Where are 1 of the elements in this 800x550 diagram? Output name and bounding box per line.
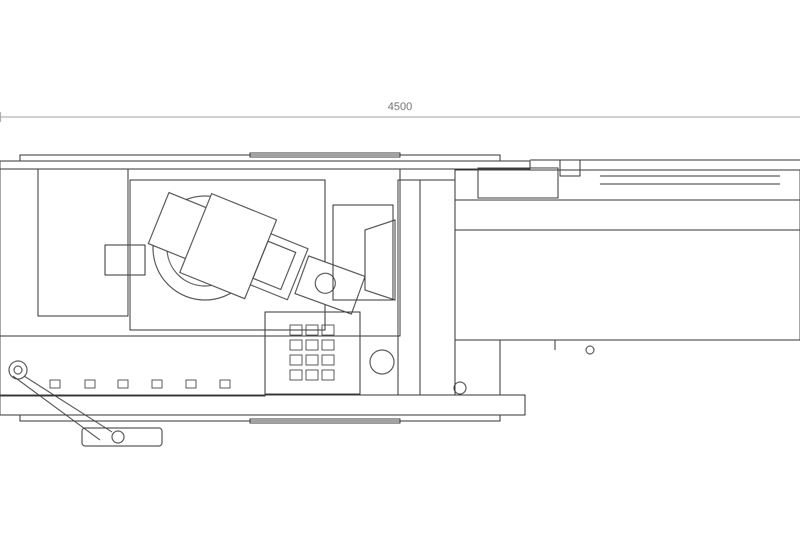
dimension-value: 4500 [386,101,414,113]
